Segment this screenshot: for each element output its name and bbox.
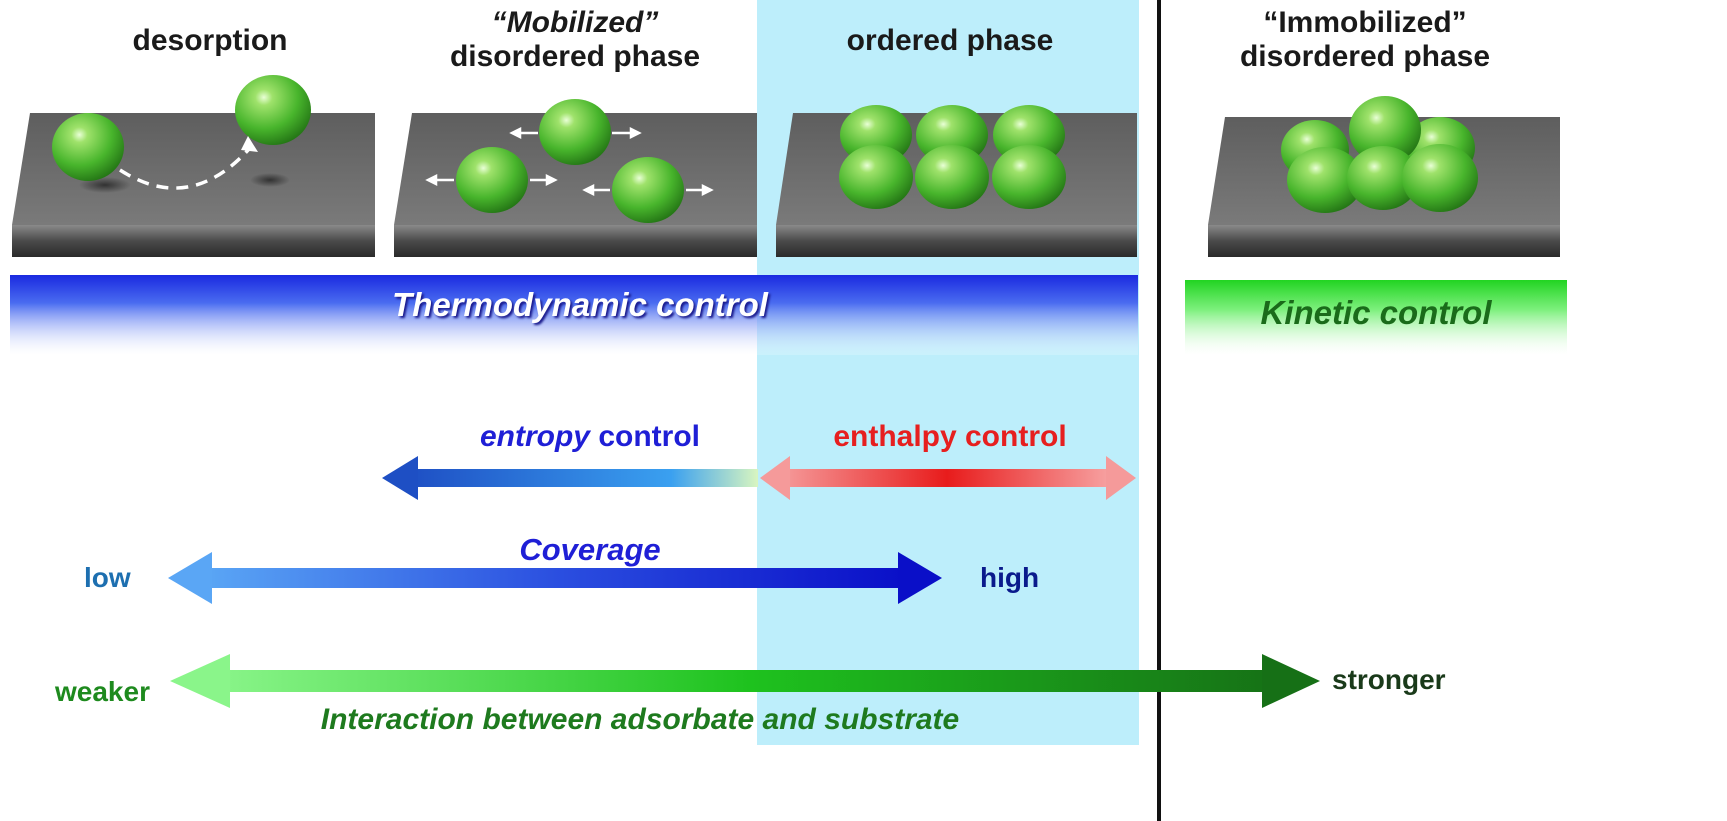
immobilized-label: disordered phase [1239,40,1491,73]
substrate-desorption [12,75,375,257]
coverage-low-label: low [84,562,131,593]
label-mobilized: “Mobilized” disordered phase [395,6,755,74]
interaction-arrow [170,654,1320,708]
desorption-label: desorption [132,24,288,57]
interaction-title: Interaction between adsorbate and substr… [320,703,960,736]
regime-divider [1157,0,1161,821]
coverage-high-label: high [980,562,1040,593]
label-immobilized: “Immobilized” disordered phase [1200,6,1530,74]
enthalpy-control-label: enthalpy control [833,420,1067,453]
entropy-arrow [382,456,758,500]
entropy-control-label: entropy control [440,420,740,454]
substrate-mobilized [394,99,757,257]
mobilized-label-italic: “Mobilized” [491,6,659,39]
immobilized-label-quoted: “Immobilized” [1263,6,1467,39]
kinetic-control-label: Kinetic control [1260,294,1492,331]
interaction-high-label: stronger [1332,664,1446,695]
substrate-immobilized [1208,96,1560,257]
mobilized-label: disordered phase [449,40,701,73]
thermodynamic-control-label: Thermodynamic control [392,286,768,323]
label-desorption: desorption [40,24,380,58]
interaction-low-label: weaker [55,676,150,707]
label-ordered: ordered phase [765,24,1135,58]
entropy-word: entropy [479,420,590,453]
entropy-rest: control [590,420,700,453]
coverage-title: Coverage [519,532,661,567]
ordered-label: ordered phase [846,24,1054,57]
ordered-phase-highlight [757,0,1139,745]
